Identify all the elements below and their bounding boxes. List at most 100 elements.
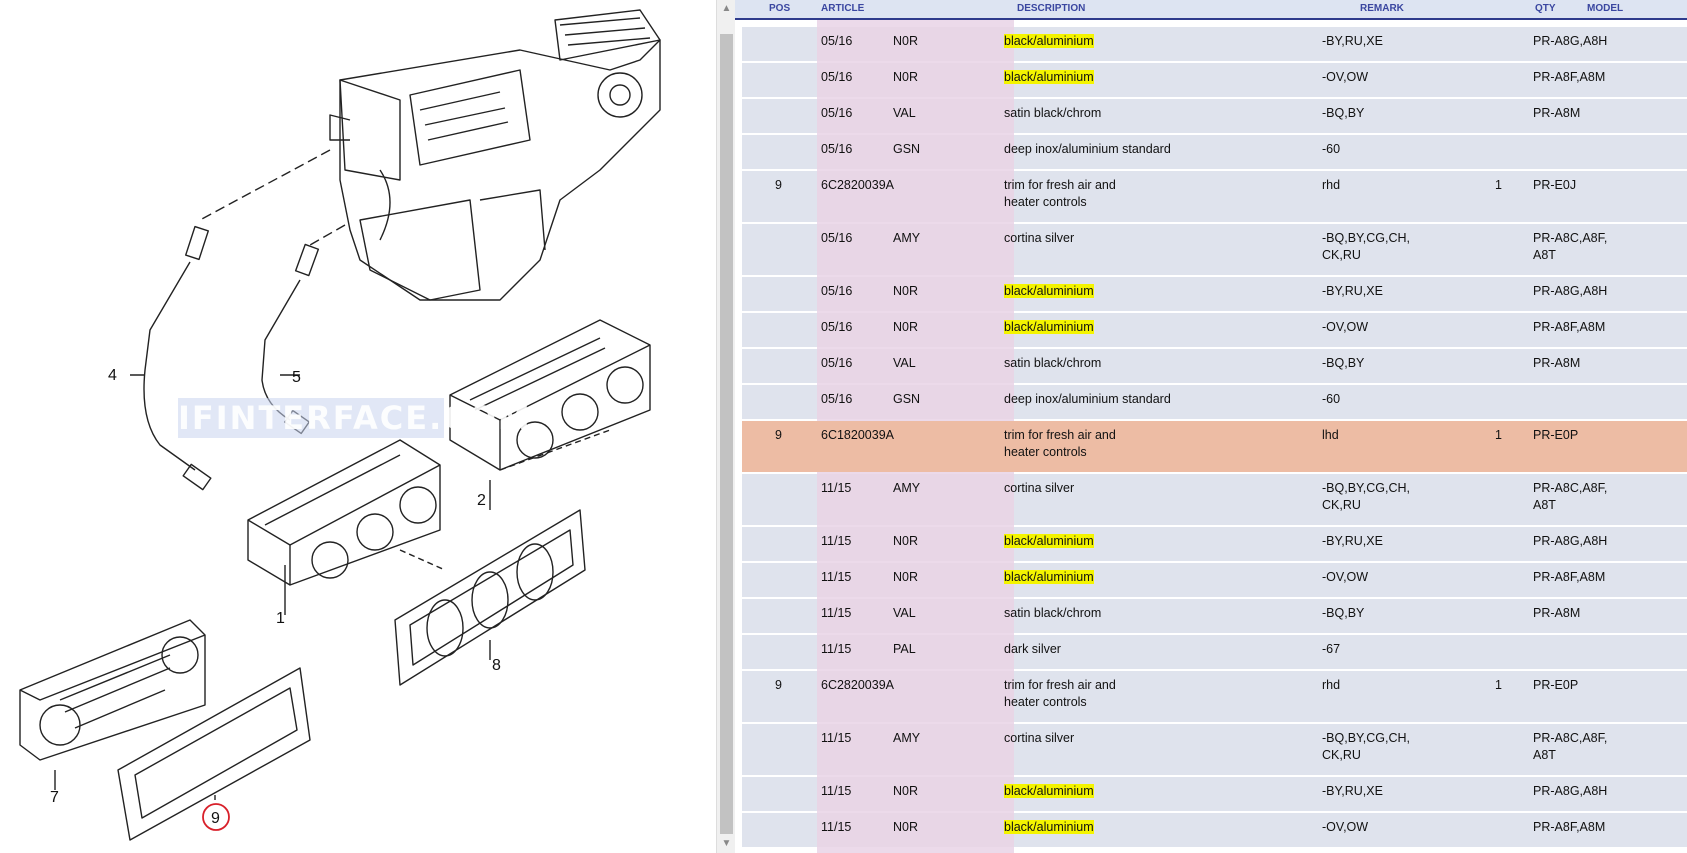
cell-remark: -BQ,BY <box>1322 106 1365 120</box>
cell-article: 05/16 <box>821 106 853 120</box>
scrollbar-thumb[interactable] <box>720 34 733 834</box>
article-cell-band <box>817 313 1014 347</box>
vertical-scrollbar[interactable]: ▲ ▼ <box>716 0 736 853</box>
cell-description: cortina silver <box>1004 731 1075 745</box>
callout-7[interactable]: 7 <box>50 789 59 806</box>
cell-model: PR-A8F,A8M <box>1533 320 1606 334</box>
cell-variant: N0R <box>893 784 919 798</box>
cell-description: black/aluminium <box>1004 283 1094 300</box>
cell-variant: N0R <box>893 534 919 548</box>
table-header: POS ARTICLE DESCRIPTION REMARK QTY MODEL <box>735 0 1687 20</box>
control-unit-2-illustration <box>449 319 651 471</box>
cell-variant: VAL <box>893 106 916 120</box>
header-description[interactable]: DESCRIPTION <box>1017 3 1086 14</box>
callout-2[interactable]: 2 <box>477 492 486 509</box>
triangle-down-icon[interactable]: ▼ <box>721 838 732 849</box>
callout-8[interactable]: 8 <box>492 657 501 674</box>
cell-article: 05/16 <box>821 284 853 298</box>
cell-variant: N0R <box>893 570 919 584</box>
cell-remark: -OV,OW <box>1322 320 1369 334</box>
header-pos[interactable]: POS <box>769 3 791 14</box>
cell-qty: 1 <box>1495 428 1502 442</box>
callout-5[interactable]: 5 <box>292 369 301 386</box>
cell-article: 11/15 <box>821 784 852 798</box>
description-highlight: black/aluminium <box>1004 534 1094 548</box>
control-unit-1-illustration <box>247 429 611 586</box>
callout-9[interactable]: 9 <box>211 810 220 827</box>
cell-description: dark silver <box>1004 642 1061 656</box>
cell-pos: 9 <box>775 428 782 442</box>
cell-variant: VAL <box>893 356 916 370</box>
header-article[interactable]: ARTICLE <box>821 3 865 14</box>
article-cell-band <box>817 99 1014 133</box>
cell-description: black/aluminium <box>1004 319 1094 336</box>
article-cell-band <box>817 563 1014 597</box>
cell-remark: -OV,OW <box>1322 570 1369 584</box>
cell-variant: N0R <box>893 320 919 334</box>
cell-remark: -BQ,BY,CG,CH, CK,RU <box>1322 481 1410 512</box>
article-cell-band <box>817 474 1014 525</box>
article-cell-band <box>817 135 1014 169</box>
cell-article: 05/16 <box>821 356 853 370</box>
cell-variant: N0R <box>893 284 919 298</box>
cell-article: 05/16 <box>821 392 853 406</box>
callout-4[interactable]: 4 <box>108 367 117 384</box>
cell-remark: rhd <box>1322 678 1341 692</box>
selected-callout-ring <box>202 803 230 831</box>
article-cell-band <box>817 813 1014 847</box>
callout-1[interactable]: 1 <box>276 610 285 627</box>
cell-description: deep inox/aluminium standard <box>1004 392 1171 406</box>
heater-box-illustration <box>329 9 661 301</box>
article-cell-band <box>817 671 1014 722</box>
cell-remark: -BY,RU,XE <box>1322 784 1383 798</box>
cell-model: PR-A8C,A8F, A8T <box>1533 731 1608 762</box>
cell-description: trim for fresh air and heater controls <box>1004 428 1116 459</box>
cell-remark: -OV,OW <box>1322 70 1369 84</box>
cell-model: PR-A8M <box>1533 356 1581 370</box>
cell-description: black/aluminium <box>1004 569 1094 586</box>
article-cell-band <box>817 224 1014 275</box>
header-qty[interactable]: QTY <box>1535 3 1556 14</box>
cell-description: black/aluminium <box>1004 69 1094 86</box>
cell-description: cortina silver <box>1004 231 1075 245</box>
cell-description: black/aluminium <box>1004 783 1094 800</box>
triangle-up-icon[interactable]: ▲ <box>721 3 732 14</box>
description-highlight: black/aluminium <box>1004 784 1094 798</box>
trim-9-illustration <box>117 667 311 841</box>
cell-model: PR-A8C,A8F, A8T <box>1533 231 1608 262</box>
cell-remark: -60 <box>1322 142 1341 156</box>
cell-model: PR-E0J <box>1533 178 1577 192</box>
cell-remark: -BY,RU,XE <box>1322 534 1383 548</box>
cell-article: 6C2820039A <box>821 178 894 192</box>
cell-article: 11/15 <box>821 606 852 620</box>
cell-model: PR-E0P <box>1533 428 1579 442</box>
cell-remark: -BQ,BY,CG,CH, CK,RU <box>1322 731 1410 762</box>
cell-model: PR-A8F,A8M <box>1533 70 1606 84</box>
article-cell-band <box>817 724 1014 775</box>
cell-remark: -BY,RU,XE <box>1322 284 1383 298</box>
cell-description: satin black/chrom <box>1004 606 1102 620</box>
article-cell-band <box>817 349 1014 383</box>
header-remark[interactable]: REMARK <box>1360 3 1404 14</box>
header-model[interactable]: MODEL <box>1587 3 1624 14</box>
